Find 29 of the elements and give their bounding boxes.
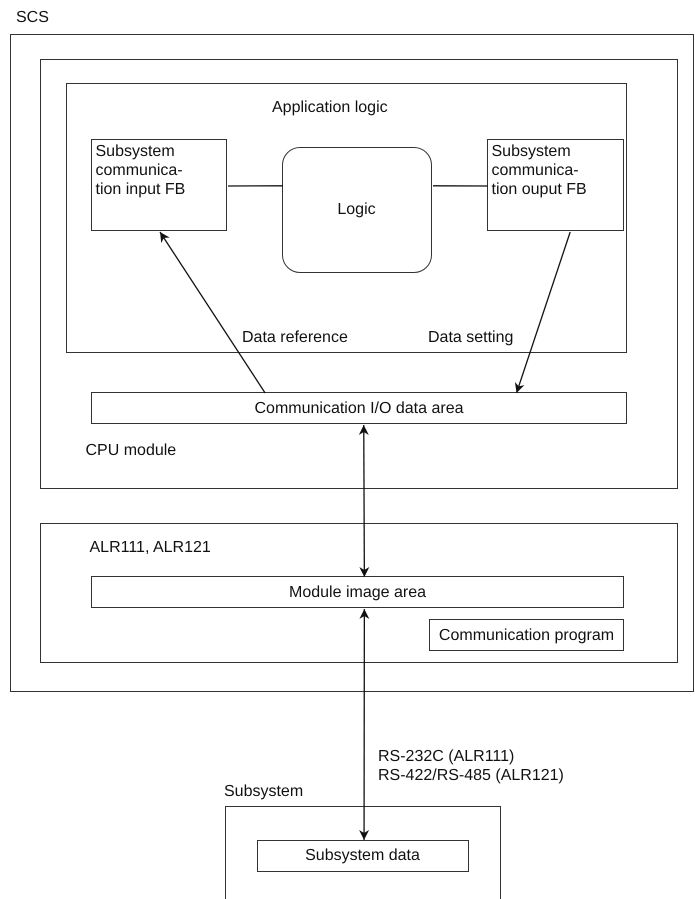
node-label: Communication I/O data area	[254, 398, 464, 418]
node-label: Subsystem communica-tion ouput FB	[492, 142, 588, 198]
container-box	[66, 83, 627, 353]
container-box	[40, 522, 678, 662]
arrow	[514, 232, 571, 394]
node-label: Logic	[337, 200, 376, 219]
node-label: Subsystem data	[305, 846, 420, 865]
edge-label: Data setting	[428, 328, 514, 347]
arrow	[359, 609, 370, 840]
box-heading: Subsystem	[224, 782, 304, 801]
rounded-process-box	[282, 146, 432, 272]
process-box	[486, 138, 624, 230]
connector-line	[433, 185, 488, 187]
process-box	[91, 392, 627, 424]
process-box	[90, 138, 226, 230]
process-box	[256, 840, 468, 872]
connector-line	[228, 185, 283, 187]
container-box	[40, 58, 678, 488]
box-label: CPU module	[86, 440, 176, 460]
arrow	[358, 425, 370, 577]
process-box	[429, 619, 624, 651]
node-label: Module image area	[289, 582, 426, 602]
node-label: Subsystem communica-tion input FB	[96, 142, 186, 198]
box-heading: SCS	[16, 8, 49, 27]
node-label: Communication program	[438, 626, 614, 644]
arrow	[159, 232, 266, 394]
box-label: Application logic	[272, 98, 388, 117]
process-box	[91, 576, 624, 608]
box-label: ALR111, ALR121	[90, 538, 211, 556]
